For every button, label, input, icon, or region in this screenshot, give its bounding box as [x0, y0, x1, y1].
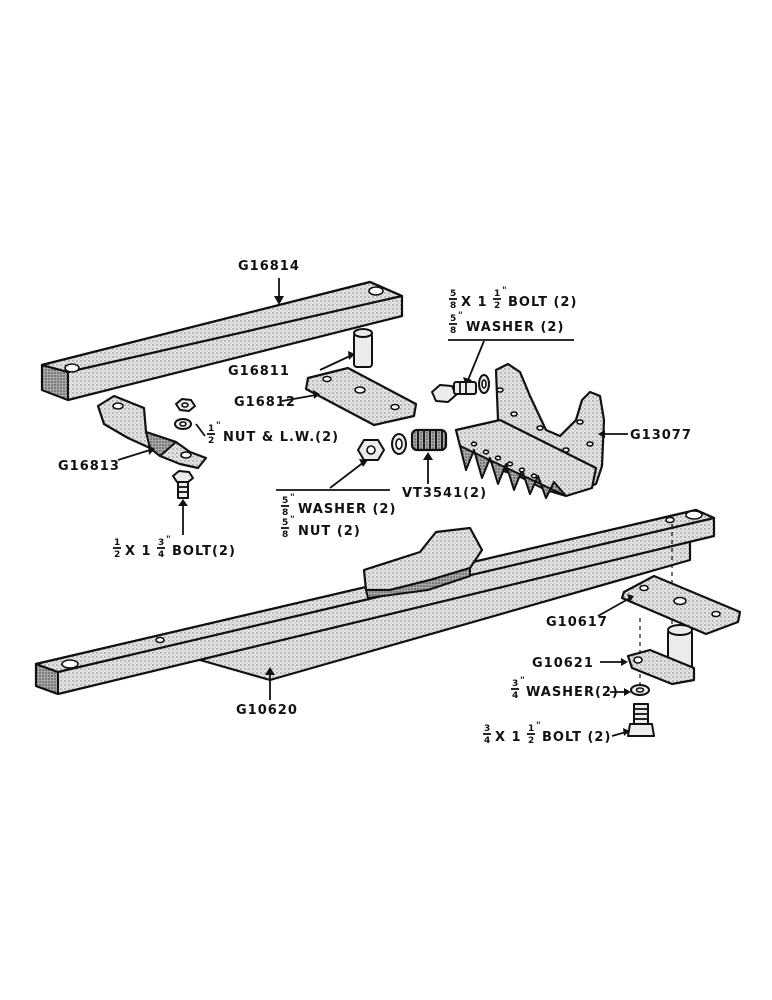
label-vt3541: VT3541(2) — [402, 486, 487, 501]
svg-text:3: 3 — [512, 679, 518, 689]
label-g10621: G10621 — [532, 656, 594, 671]
svg-text:4: 4 — [158, 550, 164, 560]
leader-washer-nut-58 — [329, 461, 365, 489]
guard-g13077 — [454, 362, 606, 499]
svg-text:2: 2 — [208, 436, 214, 446]
pin-g16811 — [353, 328, 373, 368]
svg-text:NUT & L.W.(2): NUT & L.W.(2) — [223, 430, 339, 445]
svg-text:": " — [520, 676, 525, 686]
washer-five-eighths — [391, 433, 407, 455]
svg-text:1: 1 — [114, 538, 120, 548]
label-g16811: G16811 — [228, 364, 290, 379]
svg-text:NUT (2): NUT (2) — [298, 524, 361, 539]
label-g10620: G10620 — [236, 703, 298, 718]
svg-text:BOLT(2): BOLT(2) — [172, 544, 236, 559]
svg-text:8: 8 — [450, 326, 456, 336]
svg-text:5: 5 — [282, 518, 288, 528]
spring-vt3541 — [410, 428, 448, 452]
leader-g16811 — [319, 355, 351, 371]
svg-text:5: 5 — [450, 314, 456, 324]
svg-text:3: 3 — [484, 724, 490, 734]
label-g16812: G16812 — [234, 395, 296, 410]
svg-text:2: 2 — [494, 301, 500, 311]
svg-text:5: 5 — [282, 496, 288, 506]
leader-bolt-58 — [467, 340, 485, 381]
bolt-half-inch — [172, 470, 194, 499]
svg-text:BOLT (2): BOLT (2) — [542, 730, 611, 745]
svg-text:": " — [290, 515, 295, 525]
label-g16813: G16813 — [58, 459, 120, 474]
pin-g10621 — [626, 624, 696, 686]
label-g16814: G16814 — [238, 259, 300, 274]
bolt-five-eighths — [431, 374, 490, 403]
leader-nut-lw — [195, 423, 206, 437]
svg-text:": " — [216, 421, 221, 431]
svg-text:8: 8 — [450, 301, 456, 311]
callout-washer-58-top: 5 8 " WASHER (2) — [449, 311, 564, 336]
callout-washer-58-mid: 5 8 " WASHER (2) — [281, 493, 396, 518]
svg-text:2: 2 — [114, 550, 120, 560]
svg-text:8: 8 — [282, 508, 288, 518]
svg-text:": " — [458, 311, 463, 321]
svg-text:WASHER (2): WASHER (2) — [466, 320, 564, 335]
svg-text:": " — [290, 493, 295, 503]
svg-text:1: 1 — [528, 724, 534, 734]
svg-text:": " — [166, 535, 171, 545]
svg-text:WASHER (2): WASHER (2) — [298, 502, 396, 517]
leader-g16813 — [117, 449, 151, 461]
bar-g10620 — [34, 508, 716, 696]
leader-g10617 — [597, 597, 631, 617]
svg-text:": " — [502, 286, 507, 296]
washer-three-quarter — [630, 684, 650, 696]
nut-half-inch — [174, 398, 196, 430]
svg-text:1: 1 — [208, 424, 214, 434]
label-g10617: G10617 — [546, 615, 608, 630]
svg-text:3: 3 — [158, 538, 164, 548]
plate-g10617 — [620, 574, 742, 636]
nut-five-eighths — [357, 439, 385, 461]
svg-text:8: 8 — [282, 530, 288, 540]
svg-text:X 1: X 1 — [461, 295, 488, 310]
callout-bolt-12: 1 2 X 1 3 4 " BOLT(2) — [113, 535, 236, 560]
callout-nut-58: 5 8 " NUT (2) — [281, 515, 361, 540]
svg-text:4: 4 — [484, 736, 490, 746]
callout-bolt-34: 3 4 X 1 1 2 " BOLT (2) — [483, 721, 611, 746]
callout-bolt-58: 5 8 X 1 1 2 " BOLT (2) — [449, 286, 577, 311]
svg-text:WASHER(2): WASHER(2) — [526, 685, 619, 700]
svg-text:2: 2 — [528, 736, 534, 746]
bar-g16814 — [40, 280, 404, 402]
svg-text:4: 4 — [512, 691, 518, 701]
svg-text:": " — [536, 721, 541, 731]
svg-text:BOLT (2): BOLT (2) — [508, 295, 577, 310]
label-g13077: G13077 — [630, 428, 692, 443]
svg-text:1: 1 — [494, 289, 500, 299]
callout-washer-34: 3 4 " WASHER(2) — [511, 676, 619, 701]
svg-text:X 1: X 1 — [125, 544, 152, 559]
bolt-three-quarter — [627, 703, 655, 737]
leader-g16812 — [281, 394, 317, 402]
callout-nut-lw-12: 1 2 " NUT & L.W.(2) — [207, 421, 339, 446]
svg-text:5: 5 — [450, 289, 456, 299]
plate-g16812 — [304, 366, 418, 427]
svg-text:X 1: X 1 — [495, 730, 522, 745]
